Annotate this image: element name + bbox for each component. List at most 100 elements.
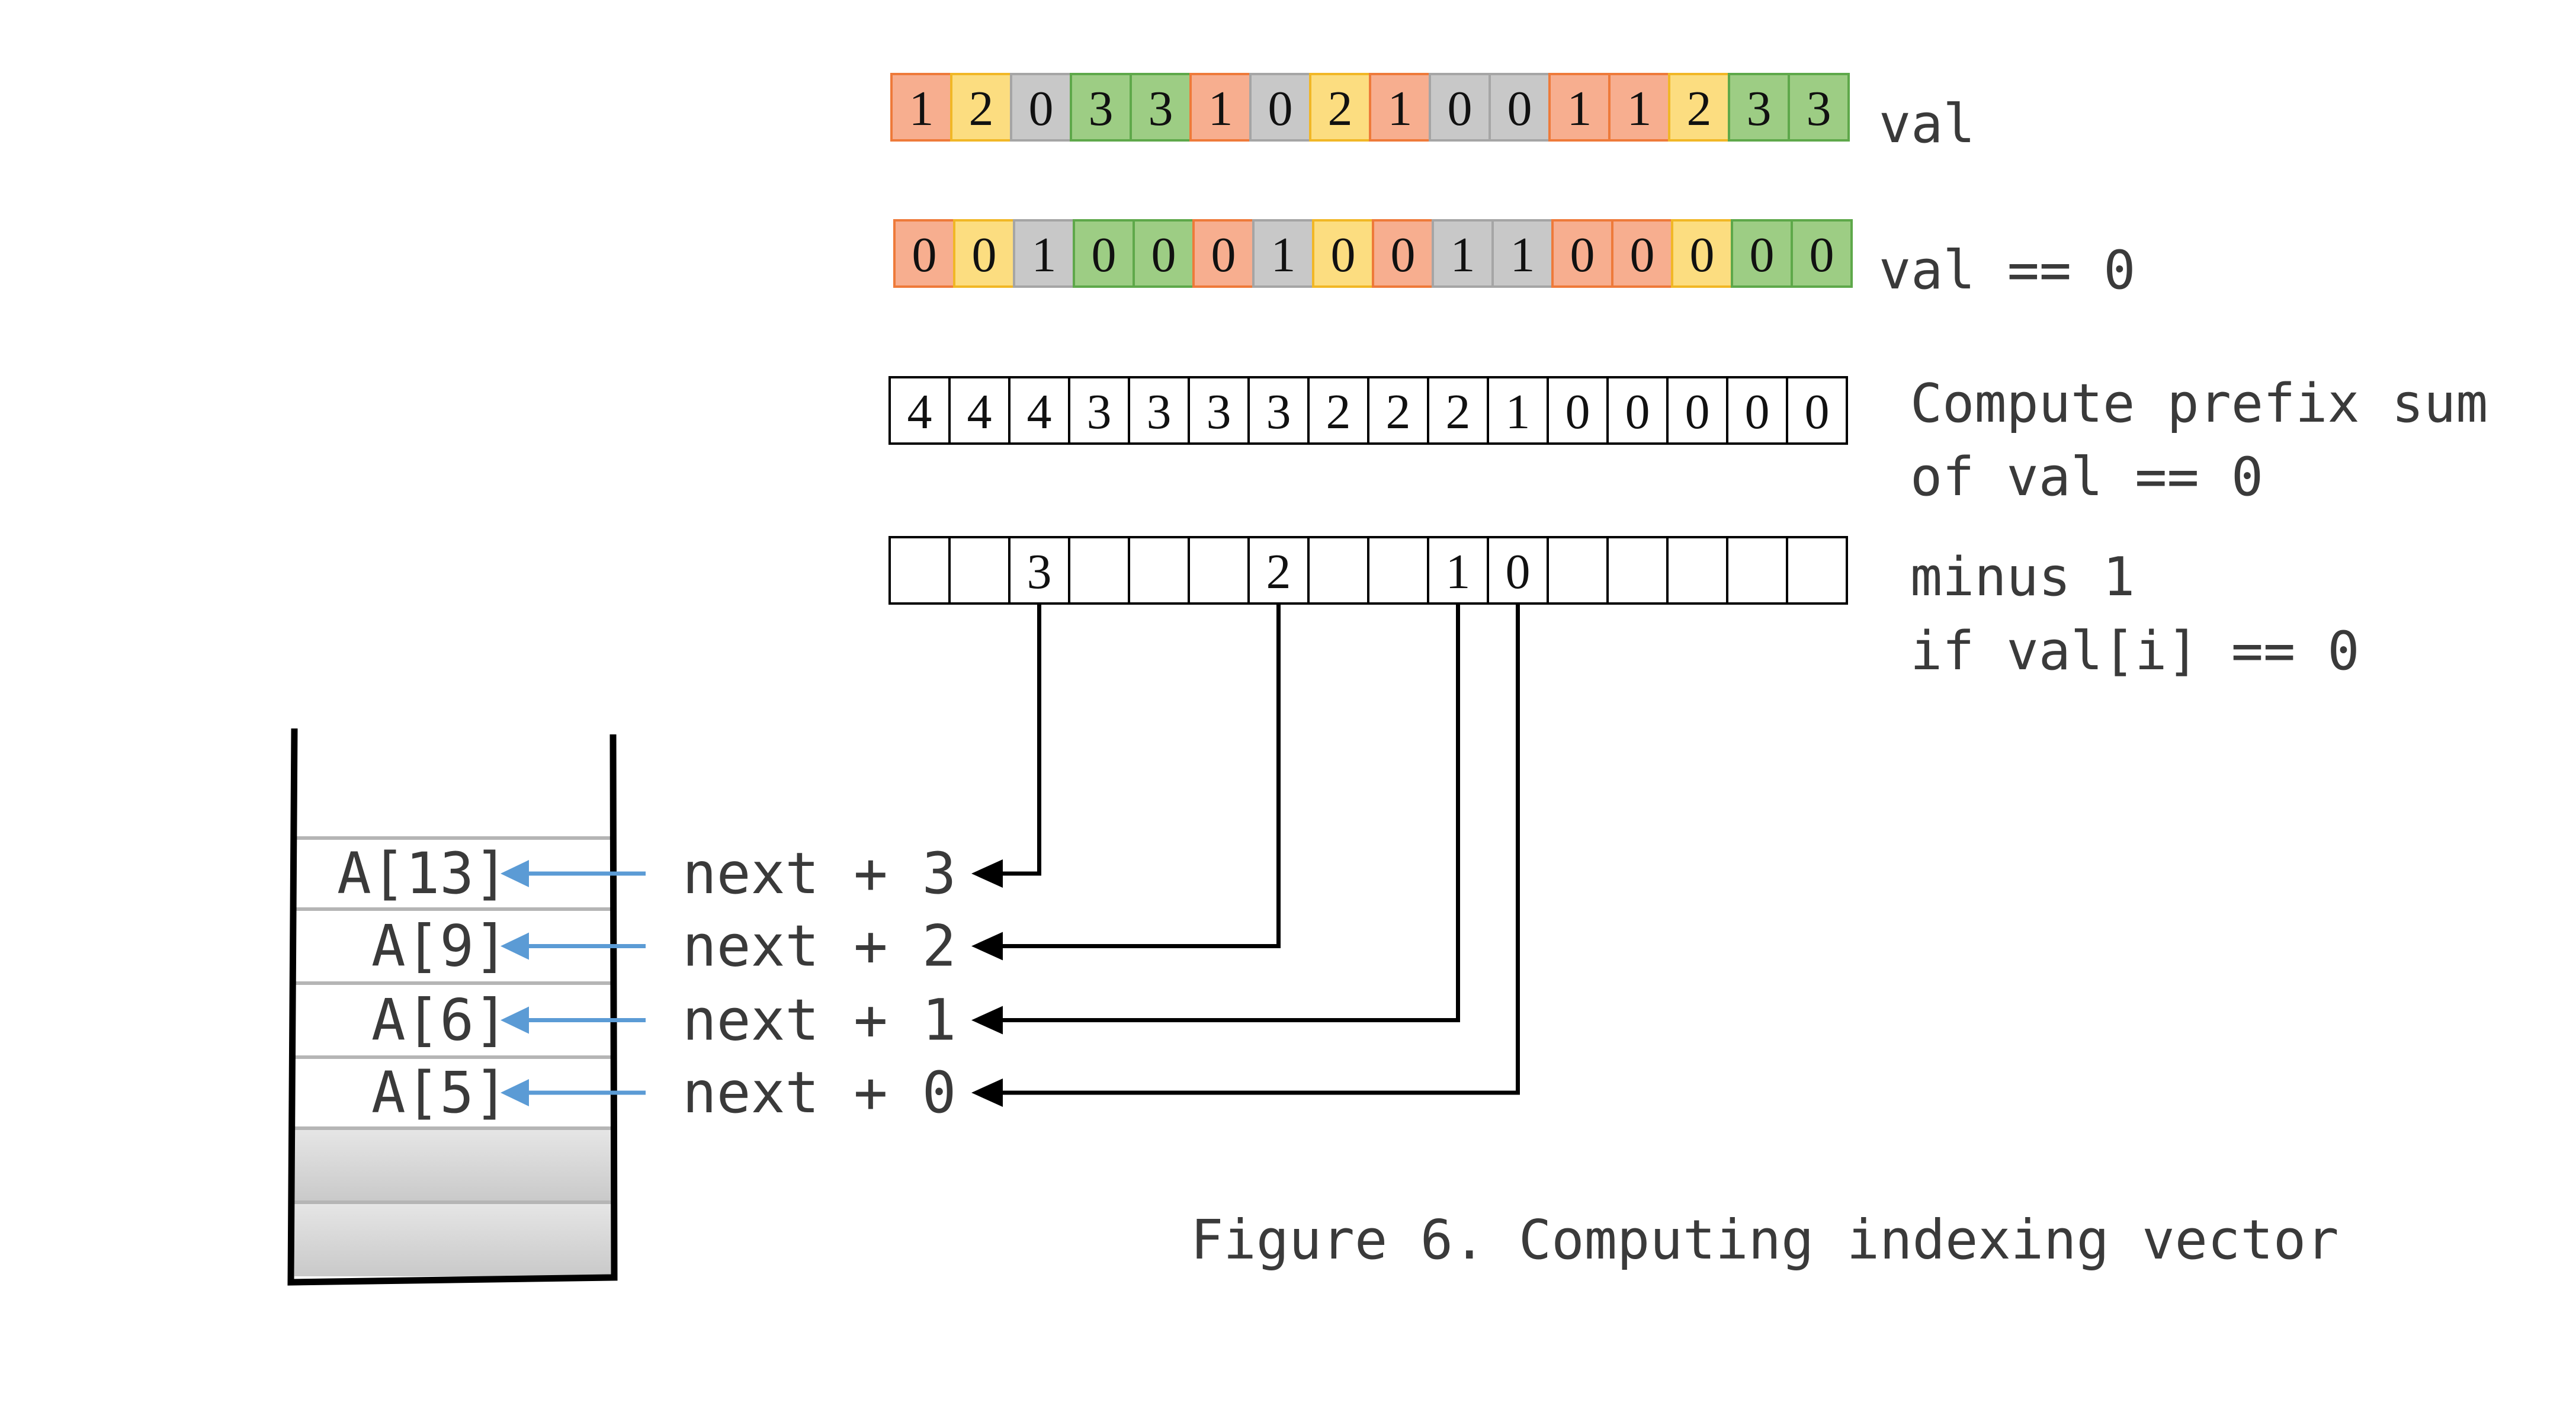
cell-value: 1 bbox=[1271, 227, 1296, 283]
blue-arrowhead bbox=[501, 1079, 529, 1106]
blue-arrowhead bbox=[501, 932, 529, 960]
cell-value: 1 bbox=[1388, 81, 1413, 136]
cell: 0 bbox=[953, 219, 1015, 288]
cell: 0 bbox=[1726, 376, 1788, 445]
connector-line bbox=[1001, 604, 1041, 876]
cell: 3 bbox=[1247, 376, 1310, 445]
cell-value: 0 bbox=[912, 227, 937, 283]
stack-slot-filled bbox=[294, 1202, 612, 1276]
cell: 3 bbox=[1728, 73, 1790, 142]
cell: 2 bbox=[1307, 376, 1369, 445]
cell: 3 bbox=[1788, 73, 1850, 142]
next-offset-label: next + 3 bbox=[682, 840, 956, 907]
cell: 1 bbox=[1487, 376, 1549, 445]
cell: 2 bbox=[1668, 73, 1730, 142]
cell: 1 bbox=[1252, 219, 1314, 288]
cell-value: 1 bbox=[1627, 81, 1652, 136]
cell-value: 3 bbox=[1266, 384, 1291, 439]
cell-value: 2 bbox=[969, 81, 994, 136]
stack-slot-label: A[9] bbox=[371, 913, 508, 980]
cell: 0 bbox=[1372, 219, 1434, 288]
cell: 0 bbox=[1606, 376, 1669, 445]
cell: 3 bbox=[1068, 376, 1130, 445]
cell: 0 bbox=[1489, 73, 1551, 142]
cell-value: 3 bbox=[1207, 384, 1231, 439]
connector-arrowhead bbox=[971, 859, 1003, 888]
cell-value: 0 bbox=[1211, 227, 1236, 283]
cell: 1 bbox=[1189, 73, 1252, 142]
cell bbox=[1068, 536, 1130, 605]
cell: 2 bbox=[950, 73, 1012, 142]
cell bbox=[1307, 536, 1369, 605]
stack-slot-label: A[13] bbox=[337, 840, 508, 907]
stack-slot-label: A[5] bbox=[371, 1060, 508, 1126]
cell-value: 0 bbox=[1745, 384, 1770, 439]
cell-value: 2 bbox=[1328, 81, 1353, 136]
cell-value: 1 bbox=[1567, 81, 1592, 136]
cell: 0 bbox=[1487, 536, 1549, 605]
cell-value: 3 bbox=[1089, 81, 1114, 136]
cell bbox=[1547, 536, 1609, 605]
cell bbox=[888, 536, 951, 605]
cell-value: 0 bbox=[1625, 384, 1650, 439]
cell: 0 bbox=[1666, 376, 1728, 445]
cell: 3 bbox=[1130, 73, 1192, 142]
connector-arrowhead bbox=[971, 932, 1003, 961]
cell: 1 bbox=[890, 73, 952, 142]
cell bbox=[1726, 536, 1788, 605]
cell: 0 bbox=[1429, 73, 1491, 142]
cell-value: 3 bbox=[1149, 81, 1173, 136]
cell-value: 0 bbox=[1570, 227, 1595, 283]
cell-value: 3 bbox=[1087, 384, 1112, 439]
cell-value: 1 bbox=[1510, 227, 1535, 283]
cell: 3 bbox=[1008, 536, 1070, 605]
cell: 2 bbox=[1309, 73, 1371, 142]
cell-value: 0 bbox=[1268, 81, 1293, 136]
cell: 2 bbox=[1427, 376, 1489, 445]
cell: 1 bbox=[1013, 219, 1075, 288]
cell: 1 bbox=[1427, 536, 1489, 605]
cell-value: 3 bbox=[1147, 384, 1172, 439]
cell-value: 0 bbox=[1151, 227, 1176, 283]
stack-container bbox=[287, 728, 618, 1286]
cell-value: 0 bbox=[1029, 81, 1054, 136]
cell-value: 0 bbox=[1690, 227, 1715, 283]
cell bbox=[948, 536, 1010, 605]
cell-value: 0 bbox=[1685, 384, 1710, 439]
cell: 3 bbox=[1128, 376, 1190, 445]
cell: 0 bbox=[1551, 219, 1613, 288]
cell-value: 0 bbox=[1810, 227, 1834, 283]
cell: 0 bbox=[1547, 376, 1609, 445]
cell bbox=[1606, 536, 1669, 605]
cell-value: 2 bbox=[1266, 544, 1291, 599]
cell: 0 bbox=[1671, 219, 1733, 288]
cell: 4 bbox=[888, 376, 951, 445]
cell-value: 3 bbox=[1747, 81, 1772, 136]
cell: 0 bbox=[1611, 219, 1673, 288]
cell-value: 0 bbox=[1391, 227, 1416, 283]
cell-value: 0 bbox=[972, 227, 997, 283]
cell: 1 bbox=[1608, 73, 1670, 142]
next-offset-label: next + 1 bbox=[682, 987, 956, 1054]
cell-value: 3 bbox=[1027, 544, 1052, 599]
cell-value: 0 bbox=[1630, 227, 1655, 283]
cell: 0 bbox=[1249, 73, 1311, 142]
cell-value: 2 bbox=[1687, 81, 1712, 136]
cell-value: 1 bbox=[1032, 227, 1057, 283]
cell-value: 3 bbox=[1807, 81, 1831, 136]
row-label: if val[i] == 0 bbox=[1910, 620, 2360, 682]
next-offset-label: next + 0 bbox=[682, 1060, 956, 1126]
cell: 1 bbox=[1491, 219, 1554, 288]
cell-value: 0 bbox=[1805, 384, 1830, 439]
cell: 1 bbox=[1432, 219, 1494, 288]
cell-value: 2 bbox=[1386, 384, 1411, 439]
cell-value: 0 bbox=[1092, 227, 1117, 283]
cell bbox=[1367, 536, 1429, 605]
cell: 3 bbox=[1188, 376, 1250, 445]
